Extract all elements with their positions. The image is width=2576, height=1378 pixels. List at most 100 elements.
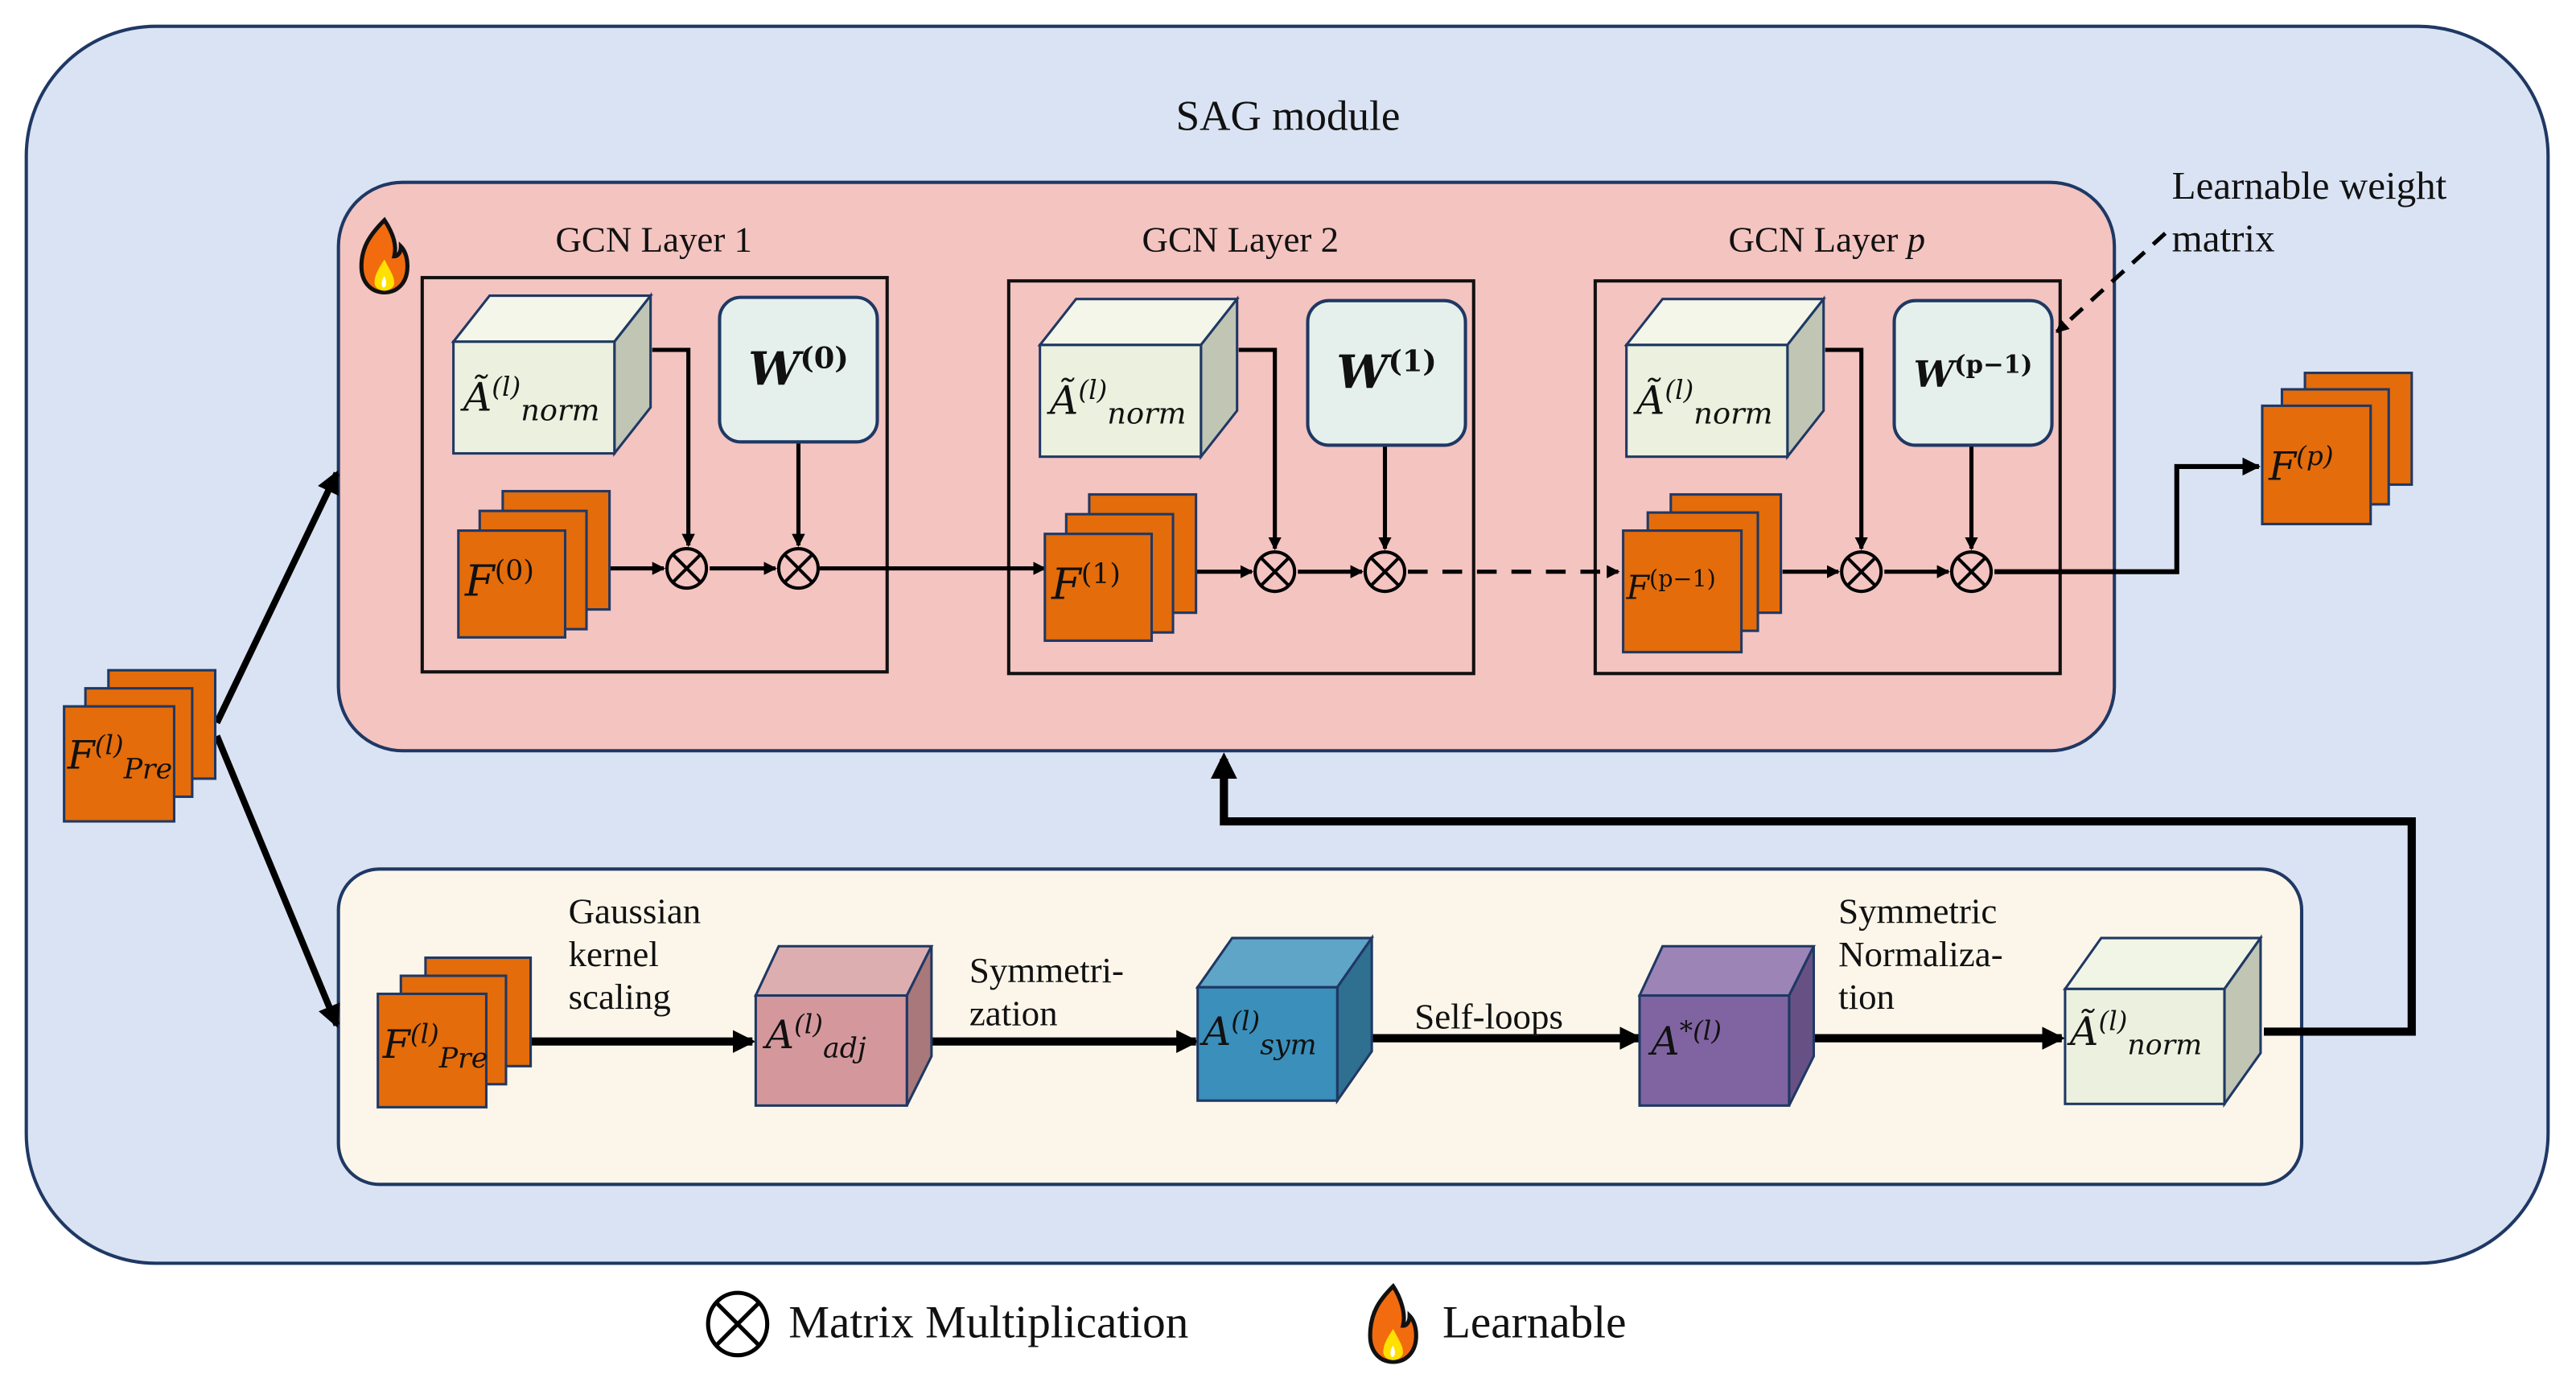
gcn-layer-p-title-var: p — [1907, 218, 1926, 260]
matrix-superscript: (l) — [1665, 374, 1694, 406]
feature-superscript: (l) — [94, 729, 124, 761]
step-text-line: zation — [969, 992, 1058, 1034]
feature-label-layer-2: F(1) — [1051, 561, 1121, 607]
otimes-icon — [665, 547, 709, 590]
step-symmetrization: Symmetri- zation — [969, 949, 1124, 1035]
weight-matrix-box-layer-p: W(p−1) — [1892, 298, 2054, 447]
norm-cube — [2062, 934, 2263, 1109]
step-symmetric-normalization: Symmetric Normaliza- tion — [1838, 891, 2003, 1018]
feature-symbol: F — [382, 1022, 410, 1068]
adj-norm-label-layer-1: Ã(l)norm — [463, 371, 600, 427]
feature-superscript: (1) — [1080, 558, 1121, 592]
feature-label-layer-1: F(0) — [465, 555, 534, 603]
weight-label: W(0) — [748, 342, 849, 397]
sym-cube-label: A(l)sym — [1203, 1005, 1317, 1063]
feature-superscript: (0) — [494, 555, 534, 589]
step-text-line: Symmetri- — [969, 949, 1125, 991]
output-feature-stack — [2261, 372, 2413, 525]
legend-label: Matrix Multiplication — [788, 1298, 1189, 1349]
weight-symbol: W — [1913, 353, 1955, 397]
feature-label-layer-p: F(p−1) — [1627, 569, 1716, 604]
adj-to-mult-arrow — [1238, 348, 1282, 551]
otimes-icon — [1253, 550, 1297, 594]
matrix-symbol: Ã — [463, 374, 492, 421]
weight-label: W(1) — [1336, 346, 1437, 401]
output-feature-label: F(p) — [2269, 440, 2334, 490]
gcn-layer-2-box — [1006, 279, 1475, 676]
weight-matrix-box-layer-1: W(0) — [718, 295, 879, 444]
self-loop-cube-label: A*(l) — [1651, 1018, 1722, 1061]
step-gaussian-kernel-scaling: Gaussian kernel scaling — [569, 891, 702, 1018]
step-text-line: Self-loops — [1414, 995, 1563, 1037]
gcn-layer-2-title: GCN Layer 2 — [1142, 218, 1339, 260]
learnable-weight-annotation: Learnable weight matrix — [2172, 161, 2447, 266]
feedback-arrowhead — [1211, 752, 1237, 779]
pipeline-input-label: F(l)Pre — [382, 1021, 488, 1076]
legend-label: Learnable — [1442, 1298, 1627, 1349]
adj-norm-cube-layer-1 — [451, 292, 653, 458]
adj-cube — [753, 944, 934, 1107]
weight-label: W(p−1) — [1914, 350, 2033, 397]
gcn-layer-p-box — [1593, 279, 2062, 676]
feature-superscript: (p−1) — [1649, 566, 1716, 594]
matrix-subscript: sym — [1260, 1029, 1317, 1063]
flame-icon — [359, 216, 409, 295]
weight-matrix-box-layer-2: W(1) — [1306, 298, 1467, 447]
matrix-superscript: (l) — [492, 371, 521, 403]
gcn-stack-container — [336, 180, 2117, 753]
feature-symbol: F — [1626, 567, 1650, 607]
step-text-line: scaling — [568, 976, 671, 1018]
feedback-line — [1220, 759, 2416, 1036]
weight-superscript: (0) — [800, 342, 849, 377]
output-arrow — [1994, 457, 2261, 574]
annotation-line: Learnable weight — [2171, 166, 2447, 209]
gcn-layer-1-box — [420, 276, 889, 674]
adj-to-mult-arrow — [1825, 348, 1868, 551]
matrix-subscript: adj — [822, 1033, 866, 1066]
feature-subscript: Pre — [438, 1043, 488, 1076]
gcn-layer-p-title: GCN Layer p — [1594, 218, 2060, 260]
feature-superscript: (p) — [2296, 440, 2334, 472]
gcn-layer-p-title-prefix: GCN Layer — [1728, 218, 1907, 260]
weight-symbol: W — [748, 343, 800, 397]
matrix-symbol: A — [765, 1011, 795, 1059]
feature-stack-layer-1 — [457, 490, 611, 639]
otimes-icon — [1840, 550, 1883, 594]
matrix-superscript: (l) — [1231, 1005, 1261, 1037]
sym-cube — [1195, 934, 1375, 1105]
adj-cube-label: A(l)adj — [765, 1008, 866, 1066]
pipeline-input-feature-stack — [377, 956, 533, 1109]
step-self-loops: Self-loops — [1414, 996, 1563, 1039]
norm-cube-label: Ã(l)norm — [2070, 1008, 2203, 1063]
branch-arrow-to-pipeline — [213, 734, 340, 1029]
matrix-symbol: A — [1651, 1018, 1680, 1065]
feature-symbol: F — [67, 732, 95, 779]
sag-module-title: SAG module — [1175, 92, 1401, 140]
annotation-line: matrix — [2171, 218, 2275, 261]
branch-arrow-to-gcn — [213, 470, 340, 725]
step-text-line: Symmetric — [1838, 890, 1998, 932]
adj-norm-cube-layer-p — [1623, 295, 1826, 461]
weight-superscript: (p−1) — [1954, 349, 2033, 380]
feature-subscript: Pre — [123, 753, 173, 787]
matrix-subscript: norm — [1693, 397, 1773, 432]
matrix-subscript: norm — [2127, 1029, 2203, 1063]
adj-norm-label-layer-p: Ã(l)norm — [1636, 374, 1773, 432]
otimes-icon — [706, 1290, 770, 1358]
weight-superscript: (1) — [1388, 345, 1437, 380]
learnable-weight-pointer — [2055, 232, 2167, 334]
weight-symbol: W — [1336, 346, 1389, 401]
step-text-line: kernel — [568, 932, 659, 974]
adj-norm-label-layer-2: Ã(l)norm — [1050, 377, 1187, 430]
adj-to-mult-arrow — [652, 348, 695, 548]
legend-item-learnable: Learnable — [1364, 1282, 1627, 1365]
matrix-superscript: (l) — [794, 1008, 823, 1040]
flame-icon — [1368, 1282, 1418, 1364]
matrix-symbol: Ã — [1636, 377, 1665, 424]
feature-symbol: F — [2269, 443, 2297, 490]
input-feature-label: F(l)Pre — [67, 729, 173, 787]
step-text-line: Normaliza- — [1838, 932, 2003, 974]
feature-stack-layer-2 — [1043, 493, 1198, 642]
legend-item-matrix-multiplication: Matrix Multiplication — [703, 1288, 1188, 1360]
